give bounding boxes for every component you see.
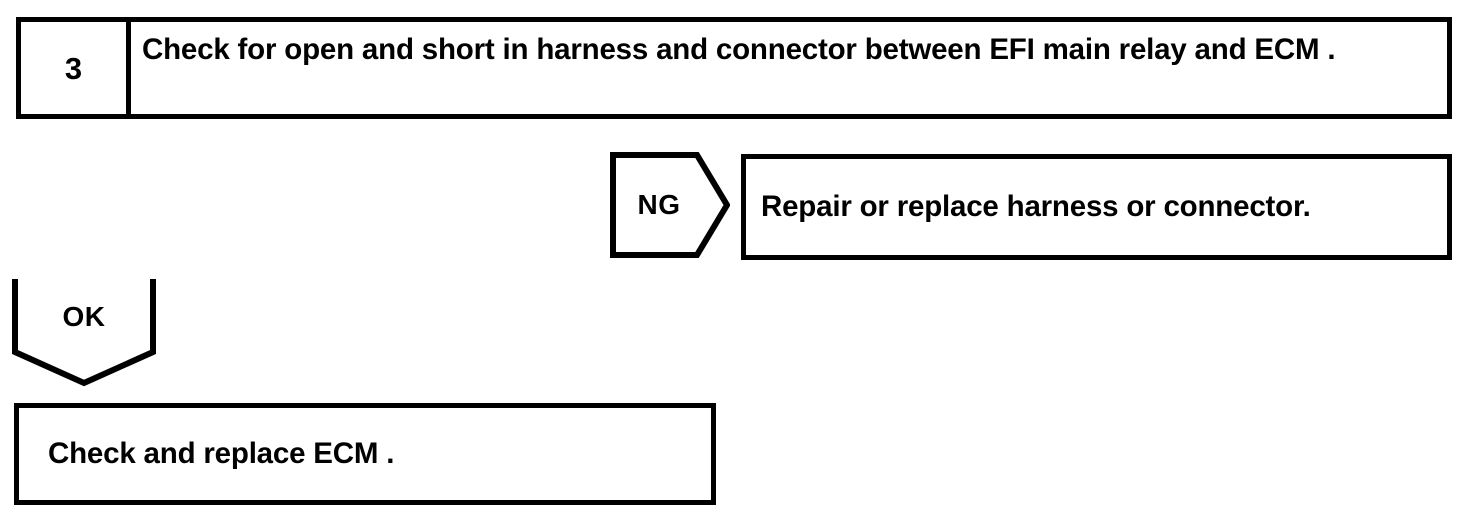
- ng-result-box: Repair or replace harness or connector.: [741, 154, 1452, 260]
- ok-result-text: Check and replace ECM .: [48, 436, 395, 470]
- step-instruction-text: Check for open and short in harness and …: [142, 33, 1336, 66]
- step-number: 3: [64, 50, 83, 86]
- step-number-cell: 3: [21, 22, 131, 114]
- ng-arrow-shape: [610, 152, 730, 258]
- ng-result-text: Repair or replace harness or connector.: [761, 189, 1311, 223]
- ok-arrow-icon: [12, 279, 156, 387]
- step-row: 3 Check for open and short in harness an…: [16, 17, 1452, 119]
- ok-arrow-shape: [12, 279, 156, 387]
- ng-arrow-icon: [610, 152, 730, 258]
- ok-result-box: Check and replace ECM .: [14, 403, 716, 505]
- step-instruction-cell: Check for open and short in harness and …: [131, 22, 1447, 114]
